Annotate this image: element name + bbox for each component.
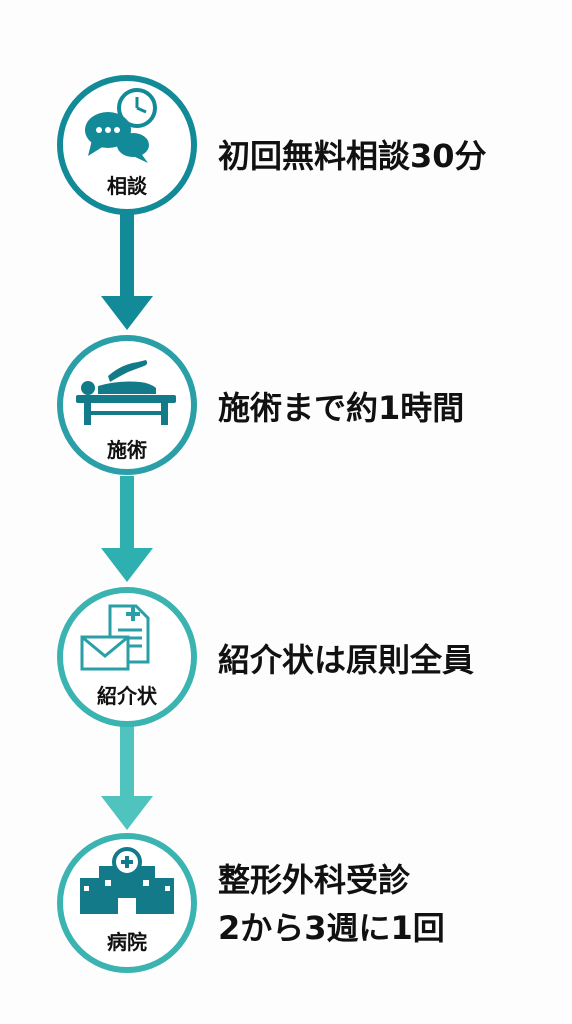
- step-text-treatment: 施術まで約1時間: [218, 389, 465, 427]
- letter-document-icon: [80, 604, 150, 671]
- circle-label-consult: 相談: [107, 174, 147, 198]
- arrow-down-icon: [101, 548, 153, 582]
- circle-label-referral: 紹介状: [97, 684, 157, 708]
- arrow-down-icon: [101, 296, 153, 330]
- massage-table-icon: [76, 360, 176, 425]
- step-text-referral: 紹介状は原則全員: [218, 641, 475, 679]
- connector-1: [101, 208, 153, 330]
- circle-label-hospital: 病院: [107, 930, 147, 954]
- step-text-hospital-line-2: 2から3週に1回: [218, 909, 445, 947]
- connector-3: [101, 724, 153, 830]
- connector-2: [101, 476, 153, 582]
- step-text-consult: 初回無料相談30分: [218, 137, 487, 175]
- arrow-down-icon: [101, 796, 153, 830]
- hospital-icon: [80, 847, 174, 914]
- circle-label-treatment: 施術: [107, 438, 147, 462]
- step-text-hospital-line-1: 整形外科受診: [218, 861, 411, 899]
- chat-clock-icon: [85, 88, 157, 163]
- step-circle-treatment: [57, 335, 197, 475]
